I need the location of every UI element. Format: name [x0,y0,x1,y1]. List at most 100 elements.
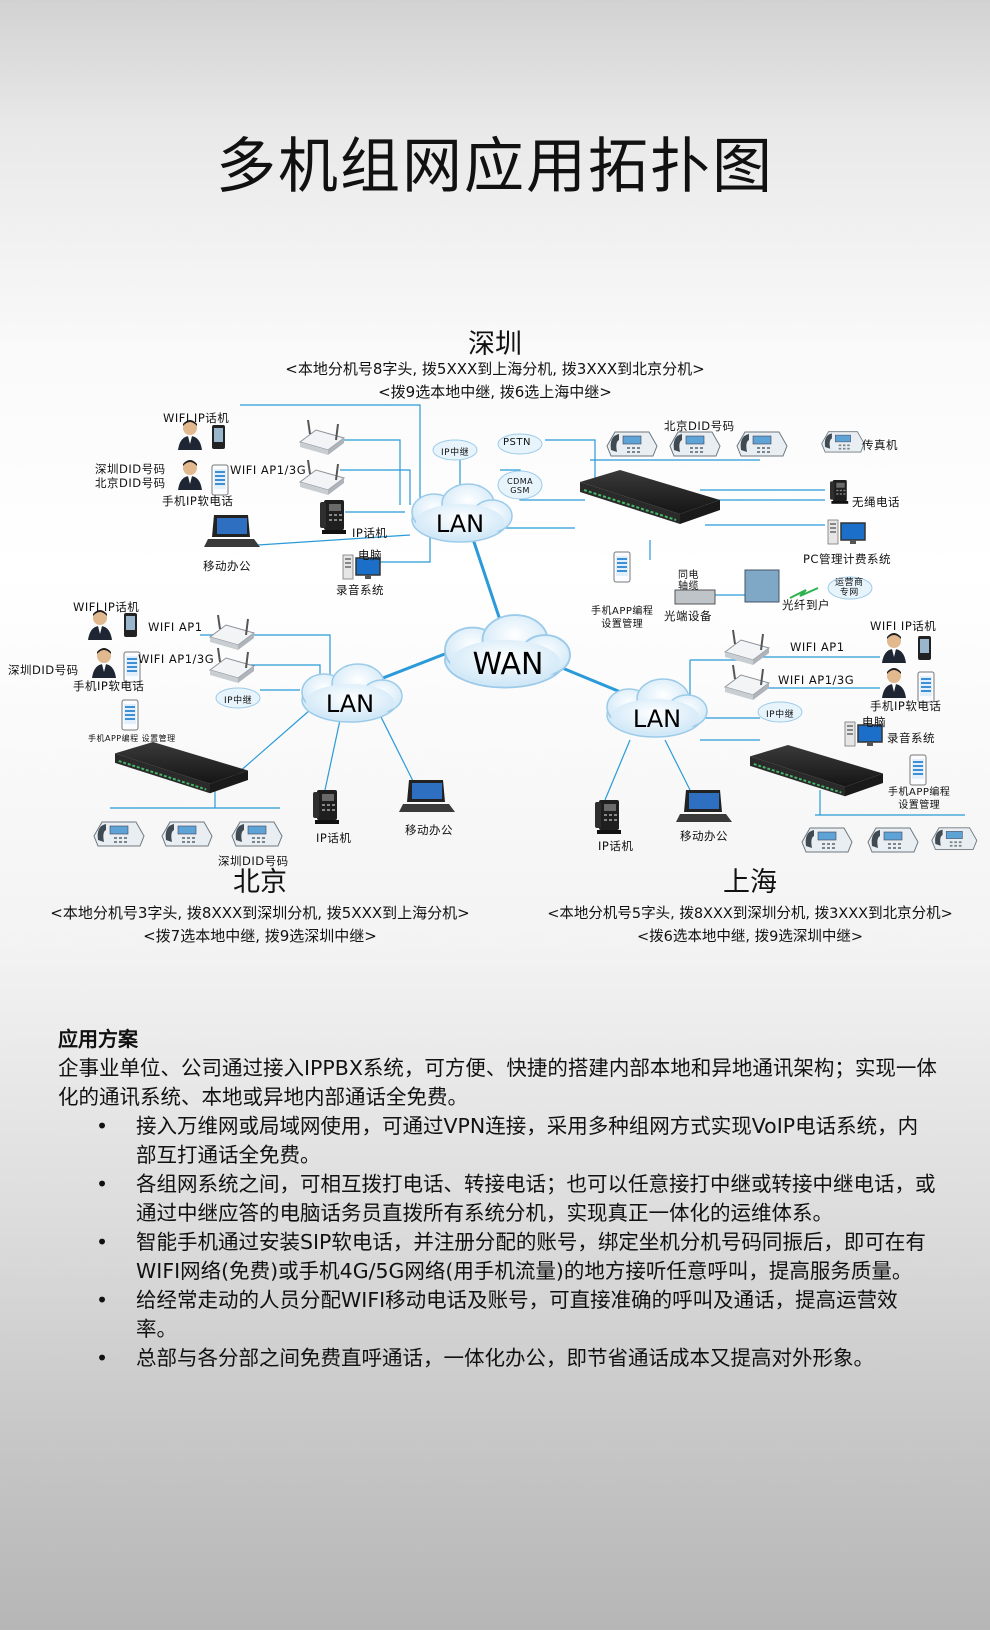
desk-phone-icon [606,431,658,457]
ippbx-shanghai-icon [749,744,884,798]
bj-wifi-ip-phone-label: WIFI IP话机 [73,600,140,614]
sz-computer-label: 电脑 [358,548,382,562]
bj-mobile-office-label: 移动办公 [405,823,453,837]
solution-item: •接入万维网或局域网使用，可通过VPN连接，采用多种组网方式实现VoIP电话系统… [96,1114,919,1167]
sz-mobile-office-label: 移动办公 [203,559,251,573]
sz-coax-label: 同电 轴缆 [678,570,699,592]
ip-trunk-cloud [215,687,261,709]
sz-optical-device-label: 光端设备 [664,609,712,623]
app-smartphone-icon [613,551,631,583]
sh-recording-label: 录音系统 [887,731,935,745]
beijing-title: 北京 [233,867,287,898]
sz-cordless-label: 无绳电话 [852,495,900,509]
desk-phone-icon [801,827,853,853]
optical-device-icon [674,589,716,605]
sz-cdma-gsm-label: CDMA GSM [507,477,534,495]
desk-phone-icon [736,431,788,457]
bullet-icon: • [96,1230,109,1254]
page-title: 多机组网应用拓扑图 [216,132,774,202]
bj-wifi-ap-label: WIFI AP1 [148,620,203,634]
sh-computer-label: 电脑 [862,715,886,729]
sh-wifi-ip-phone-label: WIFI IP话机 [870,619,937,633]
lan-label-shenzhen: LAN [436,510,484,538]
ip-trunk-cloud [432,439,478,461]
bj-ip-trunk-label: IP中继 [224,696,253,706]
shenzhen-title: 深圳 [468,329,522,360]
sh-ip-phone-label: IP话机 [598,839,634,853]
sz-wifi-ap-label: WIFI AP1/3G [230,463,307,477]
fiber-icon [789,587,819,599]
sz-fax-label: 传真机 [862,438,898,452]
sz-fiber-home-label: 光纤到户 [782,598,830,612]
bj-app-mgmt-label: 手机APP编程 设置管理 [88,734,176,743]
sh-wifi-ap-label: WIFI AP1 [790,640,845,654]
solution-item: •各组网系统之间，可相互拨打电话、转接电话；也可以任意接打中继或转接中继电话，或… [96,1172,936,1225]
sh-wifi-ap3g-label: WIFI AP1/3G [778,673,855,687]
solution-item: •总部与各分部之间免费直呼通话，一体化办公，即节省通话成本又提高对外形象。 [58,1344,938,1373]
building-icon [744,569,780,603]
solution-section: 应用方案 企事业单位、公司通过接入IPPBX系统，可方便、快捷的搭建内部本地和异… [58,1025,938,1373]
bullet-icon: • [96,1288,109,1312]
sz-carrier-label: 运营商 专网 [835,578,864,598]
sz-beijing-did-label: 北京DID号码 [664,419,735,433]
sz-ip-phone-label: IP话机 [352,526,388,540]
bullet-icon: • [96,1172,109,1196]
wifi-user-person-icon [882,633,906,663]
shenzhen-note-2: <拨9选本地中继, 拨6选上海中继> [378,383,612,401]
bj-ip-phone-label: IP话机 [316,831,352,845]
ip-phone-icon [320,500,346,534]
pstn-cloud [497,433,543,455]
ippbx-beijing-icon [114,741,249,795]
solution-item: •智能手机通过安装SIP软电话，并注册分配的账号，绑定坐机分机号码同振后，即可在… [96,1230,926,1283]
lan-label-shanghai: LAN [633,705,681,733]
shanghai-note-1: <本地分机号5字头, 拨8XXX到深圳分机, 拨3XXX到北京分机> [547,906,953,922]
desk-phone-icon [231,821,283,847]
lan-label-beijing: LAN [326,690,374,718]
ip-trunk-cloud [757,701,803,723]
sz-pc-billing-label: PC管理计费系统 [803,552,891,566]
shanghai-title: 上海 [723,867,777,898]
ip-phone-icon [595,800,621,834]
bullet-icon: • [96,1346,109,1370]
sz-wifi-ip-phone-label: WIFI IP话机 [163,411,230,425]
bj-did-bottom-label: 深圳DID号码 [218,854,289,868]
sz-softphone-label: 手机IP软电话 [162,494,234,508]
sh-mobile-office-label: 移动办公 [680,829,728,843]
desk-phone-icon [931,827,978,850]
desk-phone-icon [669,431,721,457]
solution-intro: 企事业单位、公司通过接入IPPBX系统，可方便、快捷的搭建内部本地和异地通讯架构… [58,1056,937,1109]
pc-billing-icon [827,519,866,545]
bj-wifi-ap3g-label: WIFI AP1/3G [138,652,215,666]
sz-recording-label: 录音系统 [336,583,384,597]
solution-item: •给经常走动的人员分配WIFI移动电话及账号，可直接准确的呼叫及通话，提高运营效… [96,1288,898,1341]
laptop-icon [399,780,455,812]
desk-phone-icon [93,821,145,847]
wifi-router-icon [209,614,255,651]
shenzhen-note-1: <本地分机号8字头, 拨5XXX到上海分机, 拨3XXX到北京分机> [285,360,705,378]
shanghai-note-2: <拨6选本地中继, 拨9选深圳中继> [637,929,863,945]
cordless-phone-icon [830,480,849,504]
wifi-phone-icon [212,425,225,449]
wifi-router-3g-icon [724,664,770,701]
fax-icon [821,431,865,453]
solution-list: •接入万维网或局域网使用，可通过VPN连接，采用多种组网方式实现VoIP电话系统… [58,1112,938,1373]
bj-did-label: 深圳DID号码 [8,663,79,677]
softphone-user-person-icon [92,648,116,678]
softphone-user-person-icon [882,668,906,698]
softphone-user-person-icon [178,460,202,490]
ip-phone-icon [313,790,339,824]
laptop-icon [204,515,260,547]
smartphone-icon [211,464,229,496]
wifi-phone-icon [124,613,137,637]
carrier-cloud [827,576,873,600]
sh-softphone-label: 手机IP软电话 [870,699,942,713]
app-smartphone-icon [909,754,927,786]
wifi-phone-icon [918,636,931,660]
bullet-icon: • [96,1114,109,1138]
solution-heading: 应用方案 [58,1027,138,1051]
sz-app-mgmt-label: 手机APP编程 设置管理 [591,606,654,630]
app-smartphone-icon [121,699,139,731]
sz-did-label: 深圳DID号码 北京DID号码 [95,462,166,490]
bj-softphone-label: 手机IP软电话 [73,679,145,693]
cdma-gsm-cloud [497,470,543,500]
